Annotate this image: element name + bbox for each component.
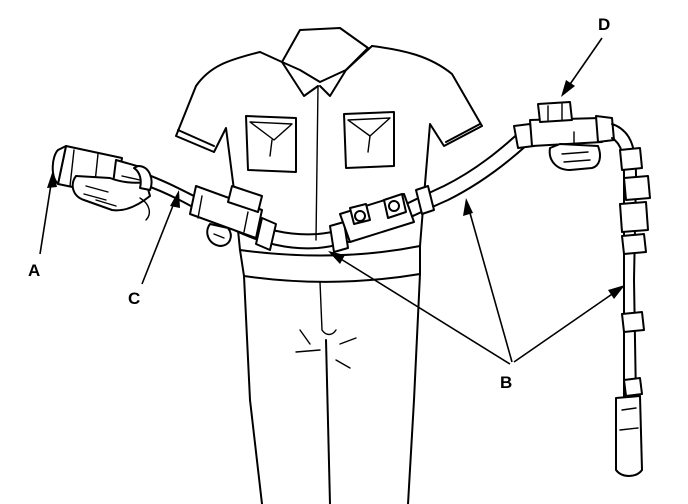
shirt-left-side: [175, 51, 261, 251]
end-connector: [615, 395, 643, 477]
technician-figure: [175, 27, 483, 504]
trousers-left-leg: [243, 275, 263, 504]
callout-label-c: C: [128, 289, 140, 308]
trousers-crease-right: [335, 337, 357, 369]
arrowhead-b-middle: [463, 198, 473, 216]
hanging-cable-outer: [611, 123, 637, 401]
leader-c: [141, 197, 177, 285]
leader-b-middle: [467, 205, 513, 363]
arrowhead-c: [170, 190, 180, 208]
hanging-clip-2: [623, 175, 651, 201]
collar-right: [319, 45, 373, 97]
callout-leaders: [39, 37, 625, 365]
hanging-clip-6: [623, 377, 643, 397]
right-chest-pocket: [343, 111, 395, 169]
collar-left: [259, 51, 319, 97]
harness-clip-left: [189, 185, 263, 247]
arrowhead-b-left: [328, 251, 345, 264]
shirt-collar: [281, 27, 369, 83]
trousers-crease-left: [295, 329, 321, 353]
cable-sleeve-c: [133, 165, 153, 191]
hanging-cable-inner: [611, 137, 625, 401]
leader-b-left: [335, 255, 511, 365]
leader-b-right: [513, 289, 619, 363]
left-sleeve-cuff: [177, 129, 215, 147]
cable-band-2: [329, 221, 349, 253]
airbag-harness: [51, 101, 651, 477]
right-hand: [548, 131, 601, 171]
cable-band-1: [255, 217, 277, 251]
arrowhead-b-right: [608, 285, 625, 299]
right-pocket-flap: [347, 117, 391, 137]
shirt-placket: [315, 85, 319, 241]
harness-connector-center: [339, 185, 435, 243]
shirt-right-side: [371, 45, 483, 247]
trousers-inseam: [325, 339, 331, 504]
callout-label-a: A: [28, 261, 40, 280]
harness-connector-right: [513, 101, 615, 149]
hanging-clip-3: [619, 201, 649, 233]
hanging-clip-4: [621, 233, 647, 255]
right-pocket-pen: [367, 135, 371, 153]
leader-d: [565, 37, 603, 91]
trousers-fly: [319, 281, 337, 336]
callout-label-b: B: [500, 373, 512, 392]
arrowhead-a: [47, 170, 57, 188]
hanging-clip-5: [621, 311, 645, 333]
belt: [239, 245, 421, 283]
arrowhead-d: [561, 80, 575, 97]
leader-a: [39, 177, 53, 255]
trousers-right-leg: [407, 273, 421, 504]
left-pocket-flap: [249, 121, 293, 141]
left-chest-pocket: [245, 115, 297, 173]
left-hand: [71, 175, 151, 221]
left-pocket-pen: [269, 139, 273, 157]
callout-label-d: D: [598, 15, 610, 34]
hanging-clip-1: [619, 147, 643, 171]
right-sleeve-cuff: [445, 123, 481, 143]
